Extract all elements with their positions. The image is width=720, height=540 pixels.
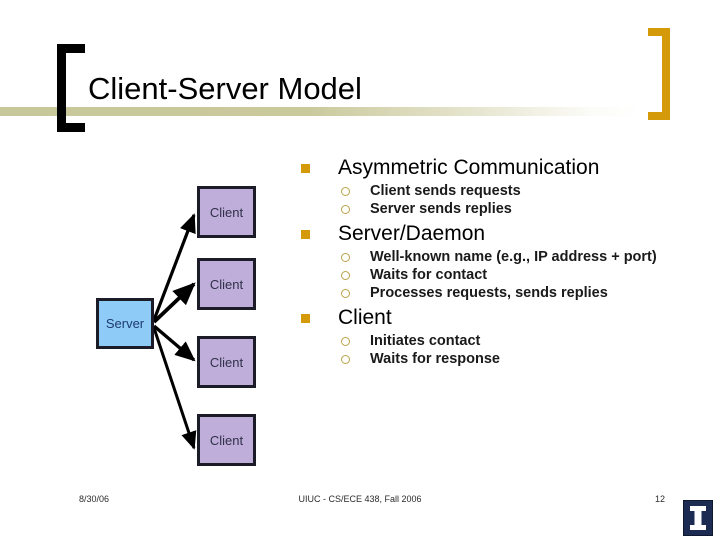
circle-bullet-icon (341, 205, 350, 214)
square-bullet-icon (301, 164, 310, 173)
bullet-heading-1: Asymmetric Communication (296, 155, 696, 181)
arrow-server-to-client-2 (152, 282, 196, 324)
bullet-heading-2: Server/Daemon (296, 221, 696, 247)
bullet-item: Waits for contact (296, 266, 696, 284)
footer-date: 8/30/06 (79, 494, 110, 504)
diagram-node-client-1[interactable]: Client (197, 186, 256, 238)
footer-page-number: 12 (655, 494, 666, 504)
bullet-item-label: Server sends replies (370, 201, 512, 217)
page-title: Client-Server Model (88, 71, 362, 106)
bullet-item: Server sends replies (296, 200, 696, 218)
bullet-item-label: Client sends requests (370, 183, 521, 199)
circle-bullet-icon (341, 289, 350, 298)
diagram-node-client-2[interactable]: Client (197, 258, 256, 310)
diagram-node-client-4[interactable]: Client (197, 414, 256, 466)
bullet-heading-3: Client (296, 305, 696, 331)
uiuc-block-i-logo (683, 500, 713, 536)
diagram-node-client-4-label: Client (209, 432, 244, 448)
diagram-node-client-2-label: Client (209, 276, 244, 292)
bullet-content: Asymmetric Communication Client sends re… (296, 155, 696, 371)
arrow-server-to-client-1 (152, 213, 196, 321)
diagram-node-server-label: Server (105, 316, 145, 331)
arrow-server-to-client-4 (152, 327, 197, 450)
diagram-node-client-3-label: Client (209, 354, 244, 370)
circle-bullet-icon (341, 355, 350, 364)
bullet-heading-1-label: Asymmetric Communication (338, 156, 600, 179)
diagram-node-server[interactable]: Server (96, 298, 154, 349)
circle-bullet-icon (341, 337, 350, 346)
bullet-item-label: Processes requests, sends replies (370, 285, 608, 301)
diagram-node-client-1-label: Client (209, 204, 244, 220)
diagram-arrows (152, 213, 197, 450)
bullet-item: Processes requests, sends replies (296, 284, 696, 302)
circle-bullet-icon (341, 187, 350, 196)
diagram-node-client-3[interactable]: Client (197, 336, 256, 388)
bullet-group-2: Server/Daemon Well-known name (e.g., IP … (296, 221, 696, 302)
title-underline-bar (0, 107, 640, 116)
bullet-item-label: Initiates contact (370, 333, 481, 349)
block-i-glyph (690, 506, 706, 530)
circle-bullet-icon (341, 253, 350, 262)
left-bracket-decoration (57, 44, 85, 132)
bullet-item-label: Waits for response (370, 351, 500, 367)
bullet-item: Waits for response (296, 350, 696, 368)
bullet-heading-2-label: Server/Daemon (338, 222, 486, 245)
square-bullet-icon (301, 314, 310, 323)
arrow-server-to-client-3 (152, 324, 196, 362)
right-bracket-decoration (648, 28, 670, 120)
bullet-item: Client sends requests (296, 182, 696, 200)
bullet-item: Well-known name (e.g., IP address + port… (296, 248, 696, 266)
bullet-item-label: Well-known name (e.g., IP address + port… (370, 249, 657, 265)
bullet-item: Initiates contact (296, 332, 696, 350)
bullet-group-3: Client Initiates contact Waits for respo… (296, 305, 696, 368)
bullet-group-1: Asymmetric Communication Client sends re… (296, 155, 696, 218)
client-server-diagram: Server Client Client Client Client (90, 180, 270, 480)
circle-bullet-icon (341, 271, 350, 280)
bullet-item-label: Waits for contact (370, 267, 488, 283)
footer-course-label: UIUC - CS/ECE 438, Fall 2006 (298, 494, 422, 504)
square-bullet-icon (301, 230, 310, 239)
bullet-heading-3-label: Client (338, 306, 392, 329)
